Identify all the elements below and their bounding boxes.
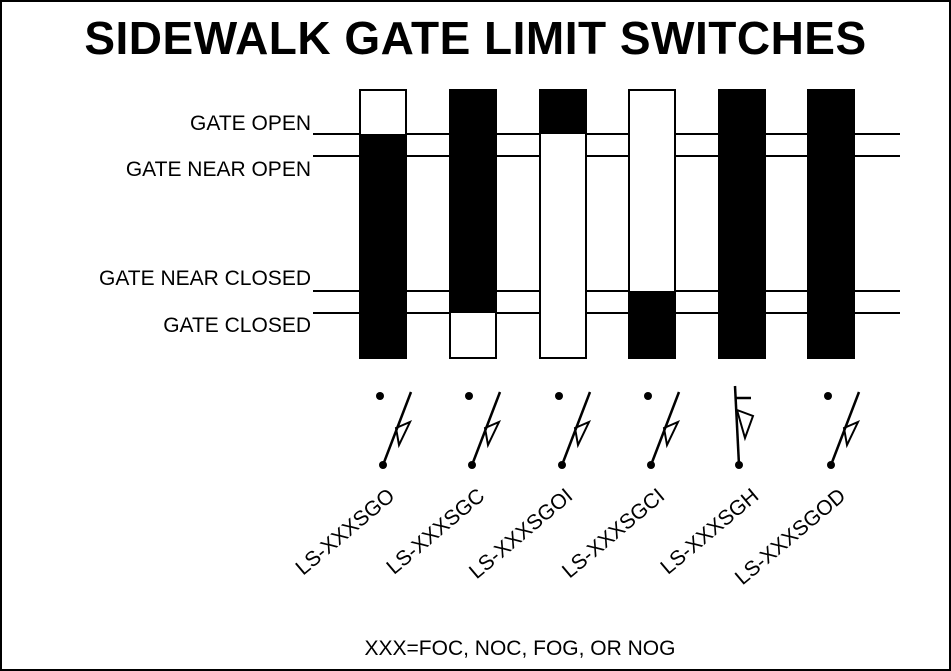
bar-segment <box>450 156 496 291</box>
switch-bar-ls-xxxsgoi <box>539 89 587 359</box>
bar-segment <box>360 134 406 156</box>
bar-segment <box>360 90 406 134</box>
bar-segment <box>719 313 765 358</box>
switch-bars <box>359 89 855 359</box>
bar-outline <box>539 89 587 359</box>
bar-segment <box>808 134 854 156</box>
footnote: XXX=FOC, NOC, FOG, OR NOG <box>364 637 676 660</box>
limit-switch-icon <box>465 391 502 469</box>
bar-segment <box>719 90 765 134</box>
limit-switch-icon <box>824 391 861 469</box>
actuator-icon <box>483 420 502 449</box>
switch-labels: LS-XXXSGOLS-XXXSGCLS-XXXSGOILS-XXXSGCILS… <box>291 484 850 589</box>
contact-dot-icon <box>465 392 473 400</box>
bar-outline <box>628 89 676 359</box>
switch-bar-ls-xxxsgci <box>628 89 676 359</box>
bar-segment <box>629 291 675 313</box>
switch-label-ls-xxxsgo: LS-XXXSGO <box>291 484 399 580</box>
bar-segment <box>360 156 406 291</box>
label-gate-closed: GATE CLOSED <box>163 314 311 337</box>
bar-outline <box>449 89 497 359</box>
actuator-icon <box>662 420 681 449</box>
bar-segment <box>540 134 586 156</box>
contact-dot-icon <box>376 392 384 400</box>
switch-bar-ls-xxxsgo <box>359 89 407 359</box>
bar-segment <box>808 313 854 358</box>
actuator-icon <box>842 420 861 449</box>
contact-dot-icon <box>644 392 652 400</box>
label-gate-near-open: GATE NEAR OPEN <box>125 158 311 181</box>
bar-segment <box>360 291 406 313</box>
switch-bar-ls-xxxsgc <box>449 89 497 359</box>
switch-bar-ls-xxxsgod <box>807 89 855 359</box>
bar-segment <box>450 90 496 134</box>
actuator-icon <box>573 420 592 449</box>
bar-segment <box>719 291 765 313</box>
bar-segment <box>808 291 854 313</box>
bar-segment <box>450 313 496 358</box>
bar-segment <box>629 90 675 134</box>
bar-segment <box>629 134 675 156</box>
bar-segment <box>629 156 675 291</box>
limit-switch-icon <box>733 385 755 469</box>
bar-segment <box>360 313 406 358</box>
bar-segment <box>540 156 586 291</box>
contact-dot-icon <box>824 392 832 400</box>
actuator-icon <box>735 408 755 442</box>
switch-bar-ls-xxxsgh <box>718 89 766 359</box>
position-lines <box>313 133 900 314</box>
bar-segment <box>540 313 586 358</box>
bar-segment <box>629 313 675 358</box>
bar-outline <box>359 89 407 359</box>
limit-switch-icon <box>644 391 681 469</box>
bar-segment <box>719 156 765 291</box>
switch-symbols <box>376 385 861 469</box>
actuator-icon <box>394 420 413 449</box>
bar-outline <box>807 89 855 359</box>
contact-dot-icon <box>555 392 563 400</box>
diagram-title: SIDEWALK GATE LIMIT SWITCHES <box>84 12 867 64</box>
bar-segment <box>540 90 586 134</box>
limit-switch-icon <box>555 391 592 469</box>
bar-segment <box>719 134 765 156</box>
bar-segment <box>450 134 496 156</box>
bar-segment <box>808 90 854 134</box>
bar-segment <box>450 291 496 313</box>
limit-switch-icon <box>376 391 413 469</box>
bar-segment <box>808 156 854 291</box>
bar-outline <box>718 89 766 359</box>
label-gate-near-closed: GATE NEAR CLOSED <box>99 267 311 290</box>
label-gate-open: GATE OPEN <box>190 112 311 135</box>
bar-segment <box>540 291 586 313</box>
